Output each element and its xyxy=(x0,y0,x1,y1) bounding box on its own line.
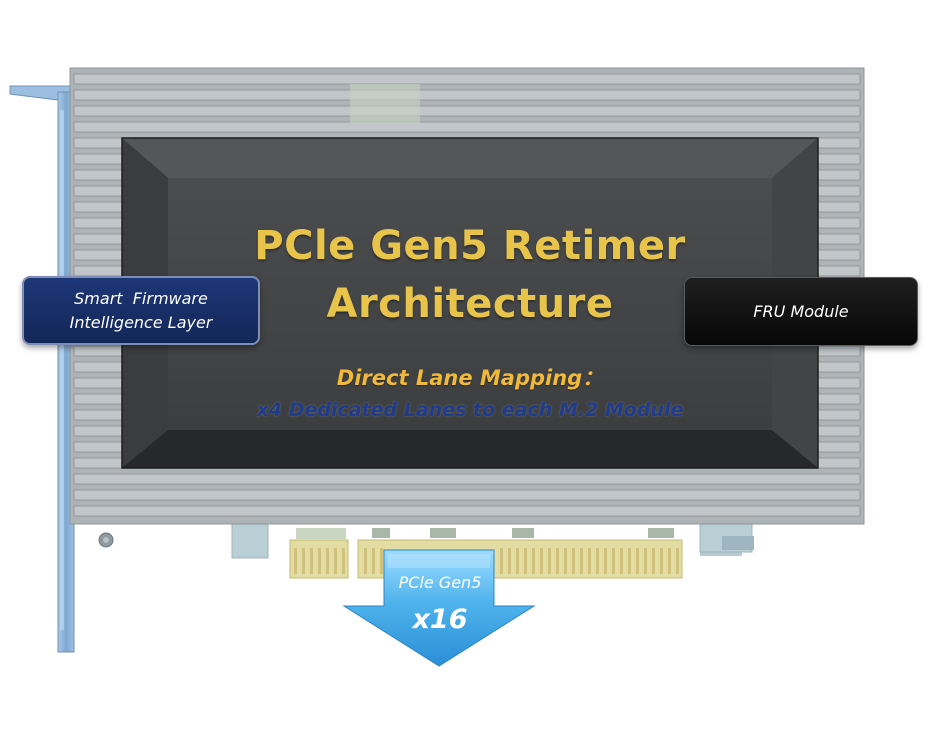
subtitle-direct-lane-mapping: Direct Lane Mapping： xyxy=(336,366,604,390)
pcie-down-arrow xyxy=(342,549,536,667)
pcie-bracket xyxy=(9,85,75,653)
title-line-2: Architecture xyxy=(326,281,614,327)
smart-firmware-label-line-2: Intelligence Layer xyxy=(69,312,213,332)
fru-module-callout: FRU Module xyxy=(684,277,918,346)
fru-module-label: FRU Module xyxy=(753,301,849,321)
smart-firmware-callout: Smart Firmware Intelligence Layer xyxy=(22,276,260,345)
smart-firmware-label-line-1: Smart Firmware xyxy=(74,289,208,309)
arrow-label-lanes: x16 xyxy=(412,604,468,635)
title-line-1: PCle Gen5 Retimer xyxy=(254,223,686,269)
subtitle-dedicated-lanes: x4 Dedicated Lanes to each M.2 Module xyxy=(256,399,684,421)
arrow-label-interface: PCle Gen5 xyxy=(398,573,482,592)
